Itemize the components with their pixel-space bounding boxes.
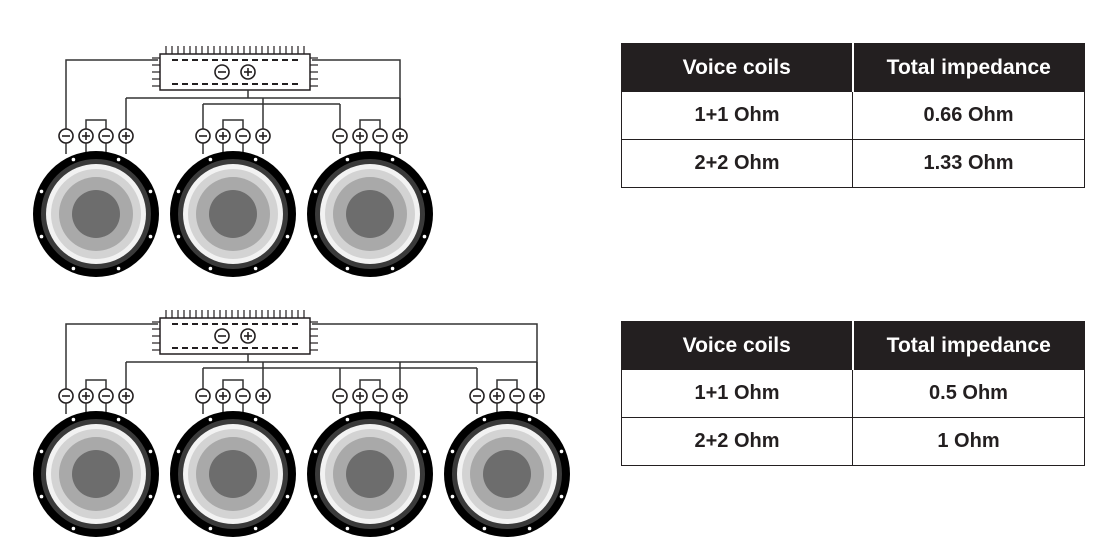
negative-terminal-icon (469, 388, 485, 414)
voice-coil-cell: 1+1 Ohm (621, 91, 853, 140)
negative-terminal-icon (235, 128, 251, 154)
header-total-impedance: Total impedance (851, 321, 1085, 370)
negative-terminal-icon (98, 388, 114, 414)
negative-terminal-icon (195, 388, 211, 414)
negative-terminal-icon (372, 388, 388, 414)
negative-terminal-icon (58, 388, 74, 414)
impedance-table-bottom: Voice coils Total impedance 1+1 Ohm 0.5 … (621, 321, 1085, 466)
subwoofer-icon (444, 411, 570, 537)
table-header-row: Voice coils Total impedance (621, 321, 1085, 370)
subwoofer-icon (307, 411, 433, 537)
positive-terminal-icon (78, 388, 94, 414)
negative-terminal-icon (372, 128, 388, 154)
negative-terminal-icon (509, 388, 525, 414)
positive-terminal-icon (392, 388, 408, 414)
subwoofer-icon (170, 411, 296, 537)
negative-terminal-icon (332, 388, 348, 414)
positive-terminal-icon (118, 388, 134, 414)
impedance-table-top: Voice coils Total impedance 1+1 Ohm 0.66… (621, 43, 1085, 188)
table-row: 2+2 Ohm 1 Ohm (621, 417, 1085, 466)
negative-terminal-icon (58, 128, 74, 154)
voice-coil-cell: 1+1 Ohm (621, 369, 853, 418)
positive-terminal-icon (352, 388, 368, 414)
voice-coil-cell: 2+2 Ohm (621, 139, 853, 188)
wires (65, 323, 538, 389)
positive-terminal-icon (118, 128, 134, 154)
negative-terminal-icon (332, 128, 348, 154)
negative-terminal-icon (195, 128, 211, 154)
header-voice-coils: Voice coils (621, 321, 853, 370)
header-total-impedance: Total impedance (851, 43, 1085, 92)
positive-terminal-icon (352, 128, 368, 154)
positive-terminal-icon (392, 128, 408, 154)
positive-terminal-icon (215, 128, 231, 154)
table-row: 1+1 Ohm 0.66 Ohm (621, 91, 1085, 140)
amp-positive-terminal-icon (240, 328, 256, 344)
amp-positive-terminal-icon (240, 64, 256, 80)
positive-terminal-icon (78, 128, 94, 154)
positive-terminal-icon (215, 388, 231, 414)
table-header-row: Voice coils Total impedance (621, 43, 1085, 92)
amplifier-icon (152, 310, 318, 355)
amp-negative-terminal-icon (214, 64, 230, 80)
impedance-cell: 1.33 Ohm (852, 139, 1085, 188)
positive-terminal-icon (255, 128, 271, 154)
table-row: 2+2 Ohm 1.33 Ohm (621, 139, 1085, 188)
impedance-cell: 0.5 Ohm (852, 369, 1085, 418)
positive-terminal-icon (489, 388, 505, 414)
subwoofer-icon (307, 151, 433, 277)
impedance-cell: 0.66 Ohm (852, 91, 1085, 140)
wires (65, 59, 401, 129)
header-voice-coils: Voice coils (621, 43, 853, 92)
top-wiring-diagram (33, 46, 433, 277)
wiring-diagram (33, 46, 570, 537)
impedance-cell: 1 Ohm (852, 417, 1085, 466)
bottom-wiring-diagram (33, 310, 570, 537)
amplifier-icon (152, 46, 318, 91)
negative-terminal-icon (235, 388, 251, 414)
subwoofer-icon (170, 151, 296, 277)
table-row: 1+1 Ohm 0.5 Ohm (621, 369, 1085, 418)
positive-terminal-icon (529, 388, 545, 414)
positive-terminal-icon (255, 388, 271, 414)
negative-terminal-icon (98, 128, 114, 154)
subwoofer-icon (33, 151, 159, 277)
voice-coil-cell: 2+2 Ohm (621, 417, 853, 466)
amp-negative-terminal-icon (214, 328, 230, 344)
subwoofer-icon (33, 411, 159, 537)
